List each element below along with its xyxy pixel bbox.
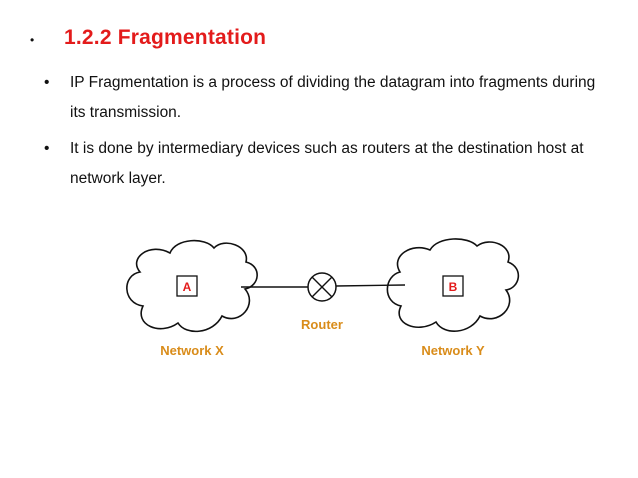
title-row: • 1.2.2 Fragmentation (30, 26, 266, 50)
network-x-label: Network X (160, 343, 224, 358)
bullet-text: IP Fragmentation is a process of dividin… (70, 74, 596, 121)
slide-title: 1.2.2 Fragmentation (64, 26, 267, 49)
bullet-item: • IP Fragmentation is a process of divid… (44, 68, 614, 128)
host-b-box (442, 275, 464, 297)
bullet-marker: • (44, 140, 50, 157)
link-router-b (335, 284, 406, 287)
host-a-label: A (183, 280, 192, 294)
network-y-label: Network Y (421, 343, 485, 358)
title-bullet: • (30, 33, 35, 47)
host-b-label: B (449, 280, 458, 294)
router-label: Router (301, 317, 343, 332)
router-x-icon (307, 272, 337, 302)
bullet-item: • It is done by intermediary devices suc… (44, 134, 614, 194)
host-a-box (176, 275, 198, 297)
bullet-text: It is done by intermediary devices such … (70, 140, 584, 187)
bullet-list: • IP Fragmentation is a process of divid… (44, 68, 614, 200)
bullet-marker: • (44, 74, 50, 91)
